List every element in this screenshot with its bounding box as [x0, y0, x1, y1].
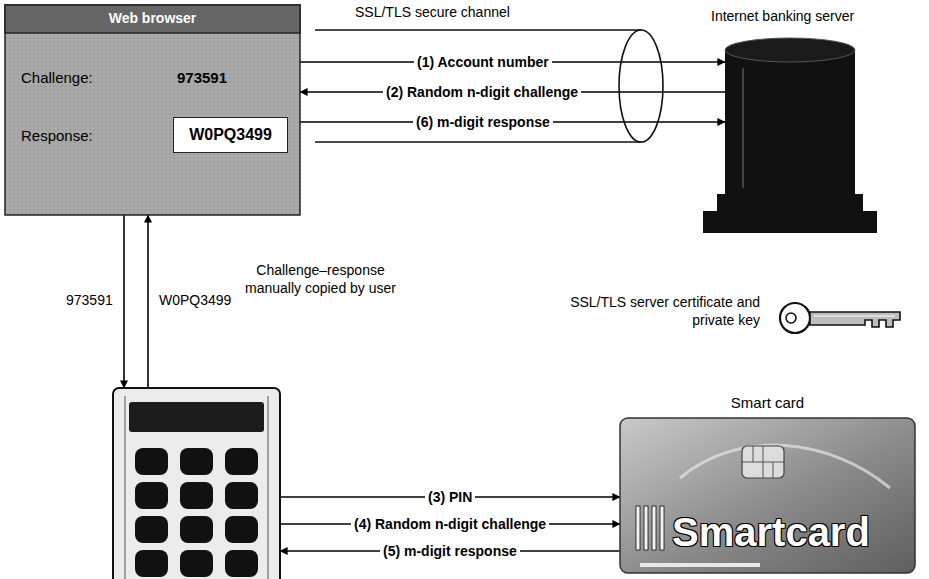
card-logo-bar [652, 506, 656, 550]
key-hole [786, 313, 796, 323]
keypad-key [225, 448, 258, 475]
server-highlight [742, 68, 744, 188]
response-value: W0PQ3499 [189, 125, 272, 144]
keypad-key [180, 482, 213, 509]
smart-card: Smart cardSmartcard [620, 418, 915, 573]
edge-label: (6) m-digit response [413, 114, 553, 131]
card-reader [113, 388, 280, 579]
channel-title: SSL/TLS secure channel [355, 4, 510, 21]
key-shine [814, 315, 895, 316]
card-swoosh [680, 445, 890, 488]
key-caption: SSL/TLS server certificate and private k… [560, 294, 760, 329]
card-title: Smart card [620, 394, 915, 412]
keypad-key [225, 516, 258, 543]
server-plinth [717, 194, 863, 212]
cylinder-side [315, 30, 641, 142]
challenge-value: 973591 [177, 69, 227, 87]
window-title-bar [5, 5, 300, 33]
server-top [725, 38, 855, 62]
key-blade [810, 312, 900, 327]
keypad-key [135, 482, 168, 509]
keypad-key [180, 448, 213, 475]
response-field: W0PQ3499 [173, 117, 288, 153]
server-title: Internet banking server [711, 8, 854, 25]
keypad-key [225, 482, 258, 509]
field-label: Response: [21, 127, 93, 145]
card-logo-bar [660, 506, 664, 550]
browser-window-outline [5, 5, 300, 215]
keypad-key [135, 550, 168, 577]
edge-label: (2) Random n-digit challenge [383, 84, 581, 101]
arrow-connector [147, 215, 149, 388]
edge-label: (4) Random n-digit challenge [351, 516, 549, 533]
window-title: Web browser [5, 10, 300, 27]
field-label: Challenge: [21, 69, 93, 87]
edge-label: (5) m-digit response [380, 543, 520, 560]
edge-label: (3) PIN [425, 489, 475, 506]
cylinder-end [619, 30, 663, 142]
reader-body [113, 388, 280, 579]
window-body [5, 5, 300, 215]
reader-display [129, 402, 264, 432]
key-icon [780, 303, 900, 333]
server-base [703, 211, 877, 233]
edge-label: W0PQ3499 [156, 292, 234, 309]
keypad-key [135, 516, 168, 543]
reader-frame [125, 396, 268, 579]
browser-window: Web browserChallenge: 973591Response: W0PQ… [5, 5, 300, 215]
chip-contacts [742, 446, 784, 478]
edge-label: (1) Account number [414, 54, 552, 71]
card-body [620, 418, 915, 573]
card-brand: Smartcard [672, 508, 870, 556]
card-chip [742, 446, 784, 478]
keypad-key [180, 516, 213, 543]
keypad-key [135, 448, 168, 475]
key-bow [780, 303, 810, 333]
card-logo-bar [636, 506, 640, 550]
server-tower: Internet banking server [725, 38, 855, 198]
user-note: Challenge–response manually copied by us… [238, 262, 403, 297]
card-reader-outline [113, 388, 280, 579]
arrow-connector [123, 215, 125, 388]
server-body [725, 50, 855, 198]
keypad-key [225, 550, 258, 577]
card-stripe [640, 563, 760, 567]
server-tower-outline [725, 38, 855, 198]
card-logo-bar [644, 506, 648, 550]
edge-label: 973591 [63, 292, 116, 309]
keypad-key [180, 550, 213, 577]
